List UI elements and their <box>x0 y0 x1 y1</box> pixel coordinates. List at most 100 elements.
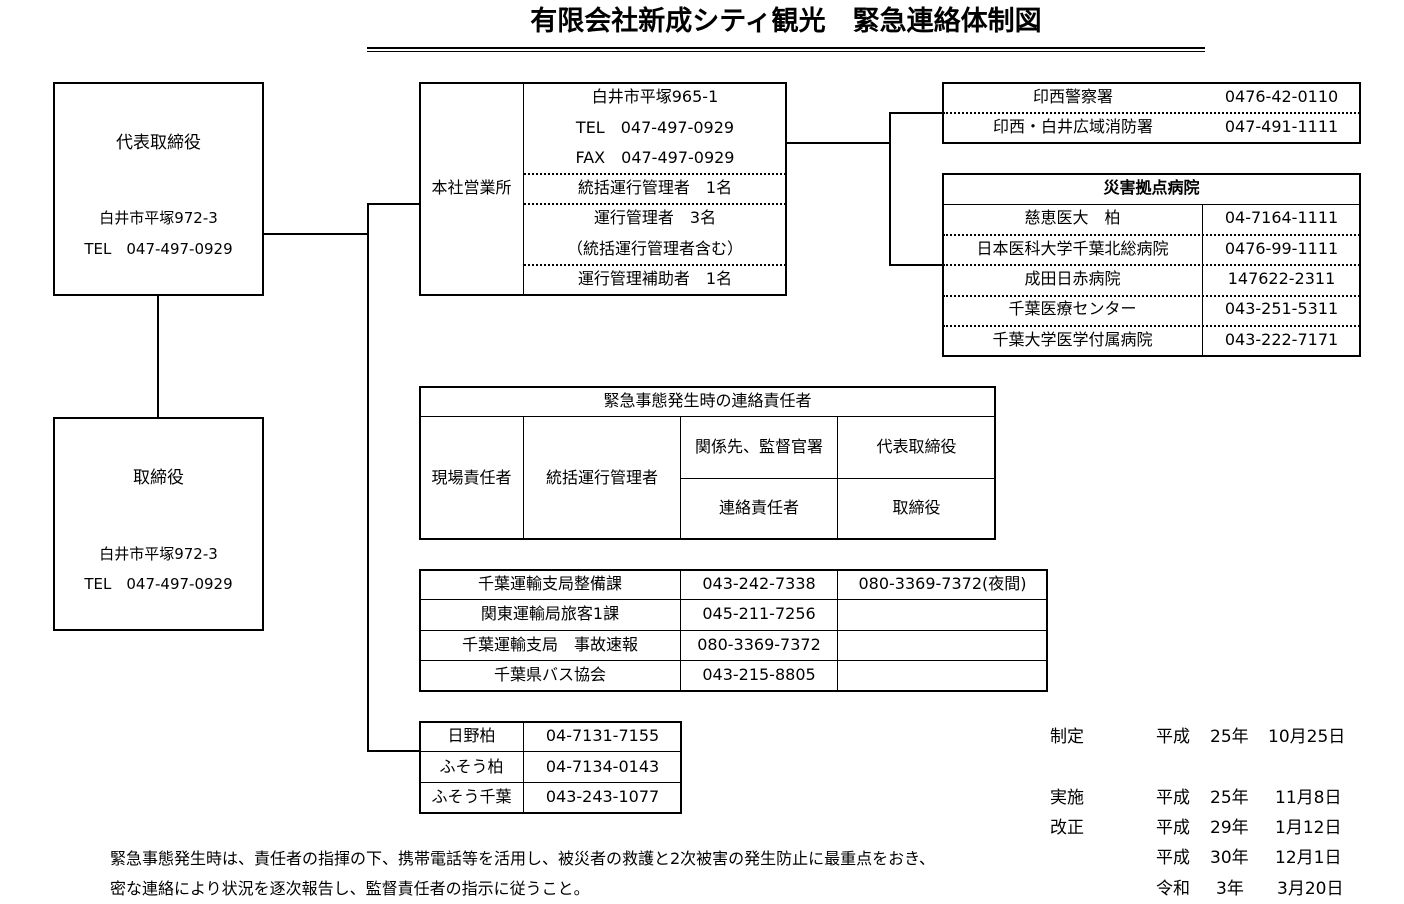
authority-name: 千葉県バス協会 <box>493 665 606 684</box>
hospitals-row-divider <box>943 295 1360 297</box>
hospital-name: 日本医科大学千葉北総病院 <box>976 239 1169 258</box>
dealer-tel: 04-7134-0143 <box>545 757 660 776</box>
connector-line <box>367 750 420 752</box>
hospital-tel: 04-7164-1111 <box>1224 208 1339 227</box>
history-label: 改正 <box>1050 818 1084 838</box>
responsibility-table <box>419 386 996 540</box>
note-line: 密な連絡により状況を逐次報告し、監督責任者の指示に従うこと。 <box>110 879 590 898</box>
dealers-column-divider <box>523 722 524 813</box>
hospitals-row-divider <box>943 325 1360 327</box>
president-responsible: 代表取締役 <box>876 437 957 456</box>
president-tel: TEL 047-497-0929 <box>84 240 233 258</box>
dealer-tel: 04-7131-7155 <box>545 726 660 745</box>
hospital-name: 千葉大学医学付属病院 <box>992 330 1153 349</box>
head-office-row-divider <box>524 203 786 205</box>
authority-night-tel: 080-3369-7372(夜間) <box>858 574 1027 593</box>
head-office-row-divider <box>524 173 786 175</box>
dealer-tel: 043-243-1077 <box>545 787 660 806</box>
responsibility-column-divider <box>680 417 681 539</box>
hospitals-row-divider <box>943 234 1360 236</box>
director-responsible: 取締役 <box>892 498 941 517</box>
authorities-row-divider <box>420 630 1047 631</box>
history-year: 25年 <box>1210 727 1249 747</box>
head-office-box <box>419 82 787 296</box>
head-office-tel: TEL 047-497-0929 <box>575 118 735 137</box>
responsibility-header-divider <box>420 416 995 417</box>
history-date: 10月25日 <box>1268 727 1346 747</box>
president-role: 代表取締役 <box>116 133 201 153</box>
hospital-name: 成田日赤病院 <box>1024 269 1121 288</box>
police-tel: 0476-42-0110 <box>1224 87 1339 106</box>
manager-note: （統括運行管理者含む） <box>566 239 743 258</box>
history-era: 平成 <box>1156 788 1190 808</box>
connector-line <box>889 112 942 114</box>
authority-name: 千葉運輸支局整備課 <box>477 574 622 593</box>
hospital-tel: 147622-2311 <box>1227 269 1336 288</box>
authorities-row-divider <box>420 660 1047 661</box>
general-manager-count: 統括運行管理者 1名 <box>577 178 733 197</box>
history-era: 平成 <box>1156 727 1190 747</box>
authority-tel: 043-215-8805 <box>702 665 816 684</box>
director-box <box>53 417 264 631</box>
manager-count: 運行管理者 3名 <box>593 208 717 227</box>
hospital-name: 慈恵医大 柏 <box>1024 208 1121 227</box>
history-year: 29年 <box>1210 818 1249 838</box>
responsibility-column-divider <box>523 417 524 539</box>
responsibility-header: 緊急事態発生時の連絡責任者 <box>603 391 812 410</box>
fire-name: 印西・白井広域消防署 <box>992 117 1153 136</box>
president-box <box>53 82 264 296</box>
history-label: 実施 <box>1050 788 1084 808</box>
director-tel: TEL 047-497-0929 <box>84 575 233 593</box>
head-office-divider <box>523 83 524 295</box>
authority-tel: 045-211-7256 <box>702 604 816 623</box>
dealers-row-divider <box>420 751 681 752</box>
connector-line <box>367 203 420 205</box>
history-date: 3月20日 <box>1277 879 1344 899</box>
director-role: 取締役 <box>133 468 184 488</box>
fire-tel: 047-491-1111 <box>1224 117 1339 136</box>
title-underline <box>367 47 1205 49</box>
connector-line <box>262 233 367 235</box>
head-office-fax: FAX 047-497-0929 <box>575 148 735 167</box>
connector-line <box>889 112 891 265</box>
authority-tel: 043-242-7338 <box>702 574 816 593</box>
history-label: 制定 <box>1050 727 1084 747</box>
hospital-tel: 0476-99-1111 <box>1224 239 1339 258</box>
head-office-label: 本社営業所 <box>431 178 512 197</box>
history-era: 令和 <box>1156 879 1190 899</box>
president-address: 白井市平塚972-3 <box>99 209 218 227</box>
history-year: 3年 <box>1216 879 1244 899</box>
history-era: 平成 <box>1156 818 1190 838</box>
hospitals-column-divider <box>1202 205 1203 356</box>
authority-tel: 080-3369-7372 <box>697 635 821 654</box>
history-year: 25年 <box>1210 788 1249 808</box>
history-date: 1月12日 <box>1275 818 1342 838</box>
connector-line <box>157 294 159 417</box>
police-name: 印西警察署 <box>1032 87 1113 106</box>
contact-person: 連絡責任者 <box>718 498 799 517</box>
police-fire-row-divider <box>943 112 1360 114</box>
title-underline-thin <box>367 51 1205 52</box>
dealer-name: ふそう柏 <box>439 757 504 776</box>
dealers-table <box>419 721 682 814</box>
hospital-name: 千葉医療センター <box>1008 299 1137 318</box>
history-era: 平成 <box>1156 848 1190 868</box>
note-line: 緊急事態発生時は、責任者の指揮の下、携帯電話等を活用し、被災者の救護と2次被害の… <box>110 849 936 868</box>
connector-line <box>889 264 942 266</box>
dealers-row-divider <box>420 782 681 783</box>
connector-line <box>785 142 890 144</box>
authority-name: 関東運輸局旅客1課 <box>480 604 620 623</box>
general-manager: 統括運行管理者 <box>545 468 658 487</box>
head-office-address: 白井市平塚965-1 <box>591 87 719 106</box>
dealer-name: 日野柏 <box>447 726 496 745</box>
head-office-row-divider <box>524 264 786 266</box>
history-date: 12月1日 <box>1275 848 1342 868</box>
dealer-name: ふそう千葉 <box>431 787 512 806</box>
history-date: 11月8日 <box>1275 788 1342 808</box>
authorities-row-divider <box>420 599 1047 600</box>
responsibility-row-divider <box>681 478 995 479</box>
director-address: 白井市平塚972-3 <box>99 545 218 563</box>
page-title: 有限会社新成シティ観光 緊急連絡体制図 <box>530 6 1042 37</box>
hospitals-row-divider <box>943 264 1360 266</box>
